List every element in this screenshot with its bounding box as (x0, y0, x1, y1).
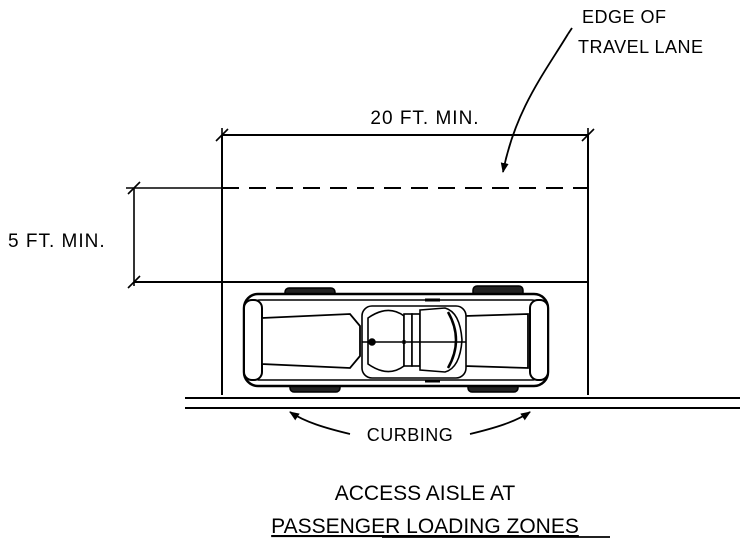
length-dimension-label: 20 FT. MIN. (370, 108, 479, 129)
length-dimension (215, 128, 595, 142)
car-cabin (361, 305, 467, 379)
caption-line1: ACCESS AISLE AT (335, 482, 516, 505)
curbing-label: CURBING (367, 425, 454, 445)
car-top-view (242, 285, 550, 393)
edge-note-line2: TRAVEL LANE (578, 37, 704, 57)
loading-zone-outline (134, 134, 589, 395)
width-dimension-label: 5 FT. MIN. (8, 231, 106, 252)
edge-note-line1: EDGE OF (582, 7, 667, 27)
curb-lines (185, 397, 740, 409)
curbing-arrows (289, 411, 531, 435)
caption-line2: PASSENGER LOADING ZONES (271, 515, 579, 538)
edge-note-leader (500, 27, 573, 173)
width-dimension (126, 181, 228, 289)
